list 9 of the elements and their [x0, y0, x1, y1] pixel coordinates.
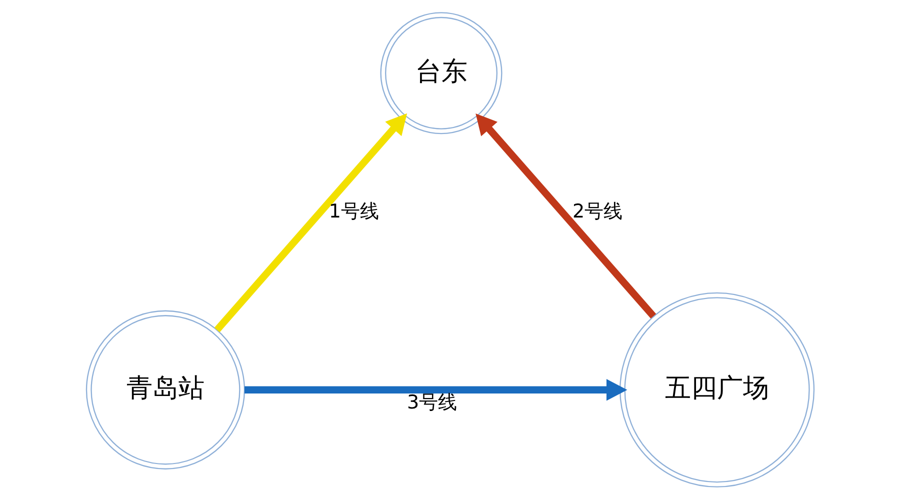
edge-label: 3号线 [406, 392, 457, 414]
node-circle: 台东 [380, 12, 502, 134]
arrow [475, 114, 656, 319]
node-circle: 青岛站 [85, 310, 245, 470]
arrow [214, 113, 407, 332]
edge-label: 1号线 [328, 200, 378, 223]
node-circle: 五四广场 [619, 292, 814, 488]
arrow [244, 378, 627, 401]
edge-label: 2号线 [572, 200, 622, 223]
